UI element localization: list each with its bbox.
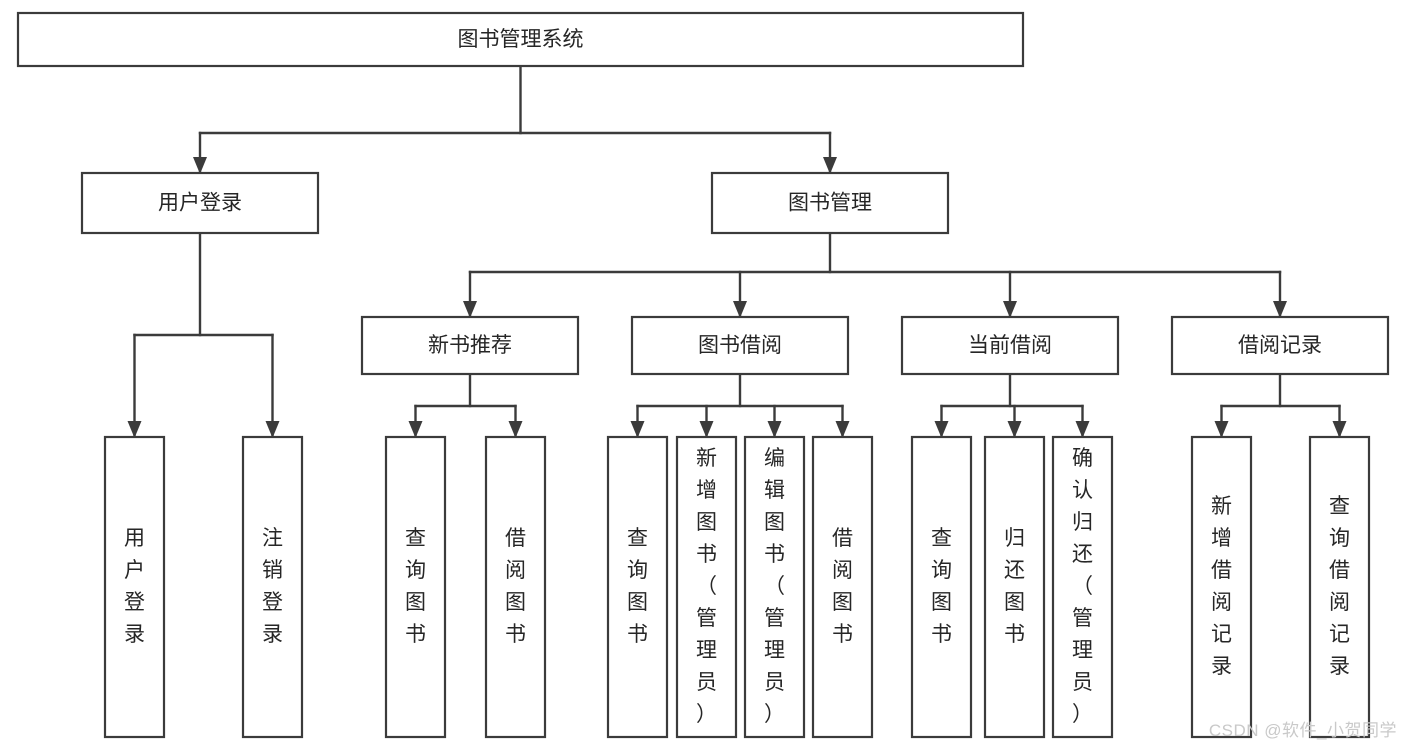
arrow-head-icon <box>193 157 207 174</box>
node-box[interactable] <box>710 171 950 235</box>
node-label: 当前借阅 <box>968 334 1052 357</box>
node-box[interactable] <box>1190 435 1253 739</box>
node-leaf-confirm-return[interactable]: 确认归还（管理员） <box>1051 435 1114 739</box>
node-leaf-query-book-current[interactable]: 查询图书 <box>910 435 973 739</box>
node-label: 用户登录 <box>124 527 145 646</box>
node-box[interactable] <box>241 435 304 739</box>
arrow-head-icon <box>733 301 747 318</box>
node-leaf-query-book-borrow[interactable]: 查询图书 <box>606 435 669 739</box>
node-book-management[interactable]: 图书管理 <box>710 171 950 235</box>
node-leaf-borrow-book-recommend[interactable]: 借阅图书 <box>484 435 547 739</box>
node-leaf-user-login[interactable]: 用户登录 <box>103 435 166 739</box>
arrow-head-icon <box>630 421 645 438</box>
node-label: 编辑图书（管理员） <box>764 447 785 726</box>
arrow-head-icon <box>1332 421 1347 438</box>
arrow-head-icon <box>1075 421 1090 438</box>
node-label: 确认归还（管理员） <box>1072 447 1093 726</box>
node-label: 注销登录 <box>262 527 283 646</box>
node-root-system[interactable]: 图书管理系统 <box>16 11 1025 68</box>
node-box[interactable] <box>811 435 874 739</box>
node-box[interactable] <box>910 435 973 739</box>
arrow-head-icon <box>1003 301 1017 318</box>
node-new-book-recommend[interactable]: 新书推荐 <box>360 315 580 376</box>
arrow-head-icon <box>1214 421 1229 438</box>
node-leaf-query-book-recommend[interactable]: 查询图书 <box>384 435 447 739</box>
node-label: 图书借阅 <box>698 334 782 357</box>
node-leaf-edit-book[interactable]: 编辑图书（管理员） <box>743 435 806 739</box>
node-label: 用户登录 <box>158 192 242 215</box>
node-box[interactable] <box>900 315 1120 376</box>
node-box[interactable] <box>675 435 738 739</box>
node-label: 归还图书 <box>1004 527 1025 646</box>
node-label: 新书推荐 <box>428 334 512 357</box>
arrow-head-icon <box>1273 301 1287 318</box>
edge-group-book-borrow <box>630 372 850 438</box>
arrow-head-icon <box>463 301 477 318</box>
node-current-borrow[interactable]: 当前借阅 <box>900 315 1120 376</box>
arrow-head-icon <box>699 421 714 438</box>
arrow-head-icon <box>508 421 523 438</box>
edge-group-current-borrow <box>934 372 1090 438</box>
node-book-borrow[interactable]: 图书借阅 <box>630 315 850 376</box>
edge-group-borrow-record <box>1214 372 1347 438</box>
node-label: 查询图书 <box>405 527 426 646</box>
node-box[interactable] <box>484 435 547 739</box>
node-user-login[interactable]: 用户登录 <box>80 171 320 235</box>
node-leaf-add-borrow-record[interactable]: 新增借阅记录 <box>1190 435 1253 739</box>
node-box[interactable] <box>743 435 806 739</box>
node-box[interactable] <box>80 171 320 235</box>
node-box[interactable] <box>1051 435 1114 739</box>
node-label: 查询图书 <box>931 527 952 646</box>
edge-group-new-book-recommend <box>408 372 523 438</box>
node-box[interactable] <box>1308 435 1371 739</box>
node-label: 图书管理 <box>788 192 872 215</box>
node-label: 借阅图书 <box>832 527 853 646</box>
node-label: 借阅图书 <box>505 527 526 646</box>
node-label: 查询图书 <box>627 527 648 646</box>
node-label: 图书管理系统 <box>458 28 584 51</box>
node-box[interactable] <box>16 11 1025 68</box>
node-label: 新增图书（管理员） <box>696 447 717 726</box>
arrow-head-icon <box>767 421 782 438</box>
node-leaf-borrow-book[interactable]: 借阅图书 <box>811 435 874 739</box>
arrow-head-icon <box>823 157 837 174</box>
node-borrow-record[interactable]: 借阅记录 <box>1170 315 1390 376</box>
arrow-head-icon <box>835 421 850 438</box>
node-leaf-add-book[interactable]: 新增图书（管理员） <box>675 435 738 739</box>
node-box[interactable] <box>630 315 850 376</box>
node-box[interactable] <box>103 435 166 739</box>
node-label: 新增借阅记录 <box>1211 495 1232 678</box>
nodes-layer: 图书管理系统用户登录图书管理新书推荐图书借阅当前借阅借阅记录用户登录注销登录查询… <box>16 11 1390 739</box>
edge-group-user-login <box>127 231 280 438</box>
edge-group-book-management <box>463 231 1287 318</box>
node-box[interactable] <box>384 435 447 739</box>
node-box[interactable] <box>983 435 1046 739</box>
edge-group-root <box>193 64 837 174</box>
arrow-head-icon <box>265 421 280 438</box>
edges-layer <box>127 64 1347 438</box>
arrow-head-icon <box>1007 421 1022 438</box>
node-label: 查询借阅记录 <box>1329 495 1350 678</box>
node-label: 借阅记录 <box>1238 334 1322 357</box>
node-box[interactable] <box>606 435 669 739</box>
arrow-head-icon <box>934 421 949 438</box>
node-leaf-user-logout[interactable]: 注销登录 <box>241 435 304 739</box>
node-leaf-return-book[interactable]: 归还图书 <box>983 435 1046 739</box>
node-box[interactable] <box>360 315 580 376</box>
arrow-head-icon <box>127 421 142 438</box>
node-leaf-query-borrow-record[interactable]: 查询借阅记录 <box>1308 435 1371 739</box>
arrow-head-icon <box>408 421 423 438</box>
node-box[interactable] <box>1170 315 1390 376</box>
